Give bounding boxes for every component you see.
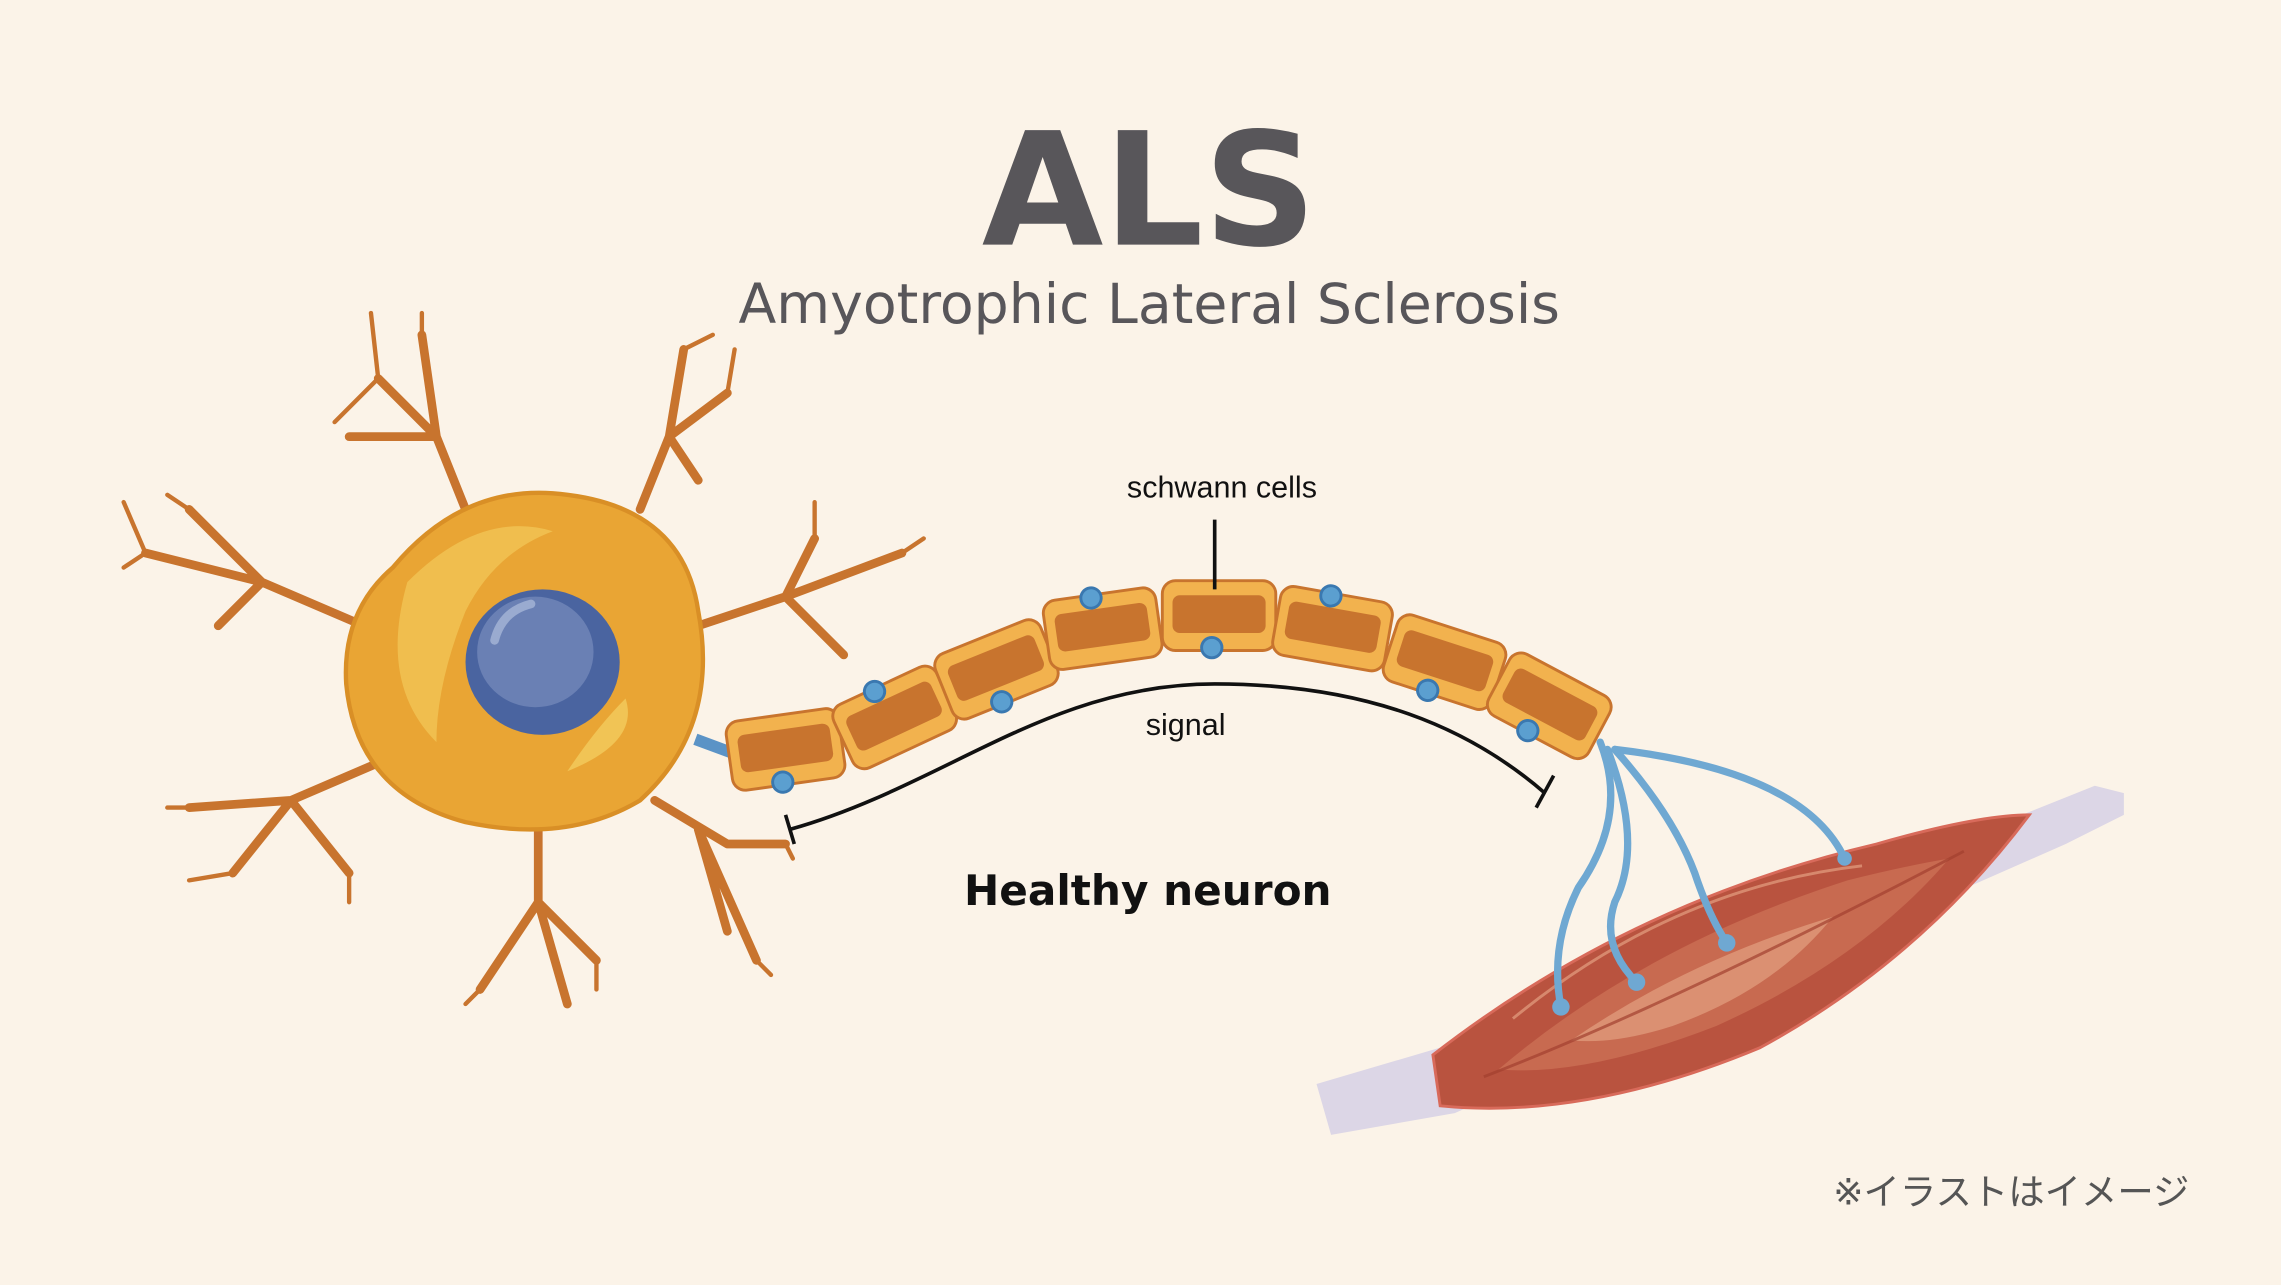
node-dot (990, 690, 1014, 714)
schwann-cell (1271, 584, 1394, 673)
node-dot (1416, 678, 1440, 702)
footnote: ※イラストはイメージ (1833, 1171, 2189, 1214)
node-dot (1516, 718, 1540, 743)
schwann-cell (1160, 579, 1278, 660)
node-dot (1319, 584, 1343, 608)
nerve-terminals (1552, 738, 1852, 1016)
cell-body (343, 490, 706, 832)
node-dot (862, 679, 887, 704)
signal-label: signal (1146, 708, 1226, 742)
healthy-neuron-caption: Healthy neuron (964, 866, 1332, 915)
page-title: ALS (982, 100, 1317, 283)
node-dot (1200, 635, 1224, 660)
schwann-cells (724, 579, 1613, 794)
schwann-cells-label: schwann cells (1127, 471, 1317, 505)
node-dot (1079, 586, 1103, 610)
dendrites (121, 310, 926, 1009)
signal-arc (789, 682, 1547, 832)
schwann-cell (933, 618, 1060, 721)
schwann-cell (1041, 586, 1164, 671)
page-subtitle: Amyotrophic Lateral Sclerosis (738, 273, 1559, 337)
schwann-cell (1381, 613, 1508, 711)
node-dot (771, 770, 795, 794)
schwann-cell (1485, 651, 1613, 761)
